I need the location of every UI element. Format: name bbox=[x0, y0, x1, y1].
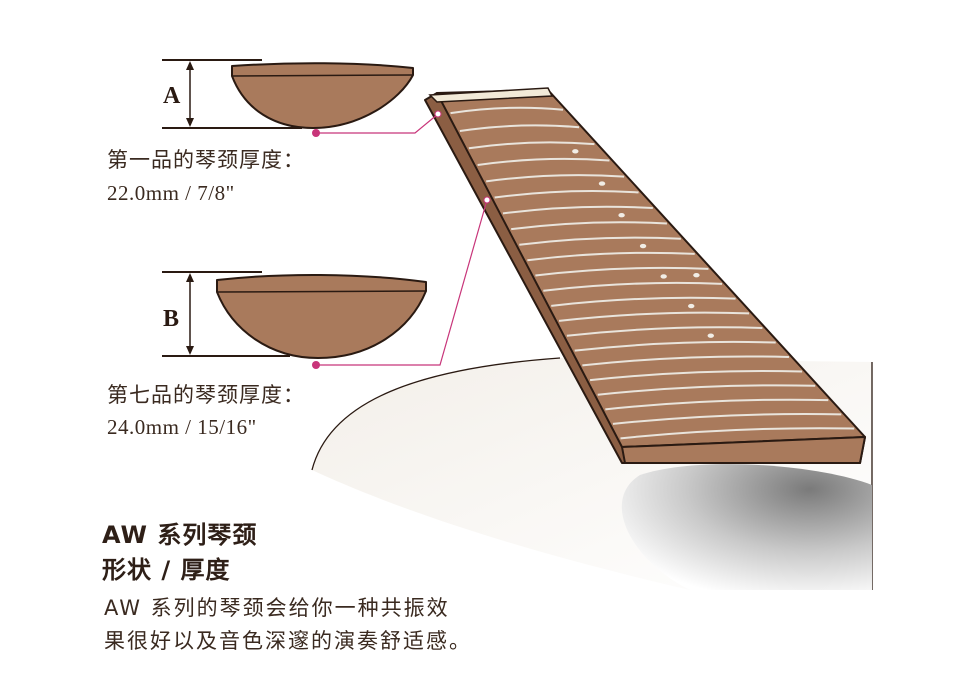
fret-marker-dot bbox=[693, 272, 700, 278]
leader-end-dot-b bbox=[483, 196, 491, 204]
frets bbox=[450, 106, 855, 440]
fret bbox=[597, 384, 816, 396]
fret-marker-dot bbox=[572, 149, 579, 154]
fret bbox=[582, 355, 789, 367]
dimension-arrowhead-a-top bbox=[186, 61, 194, 70]
fret bbox=[589, 369, 803, 382]
fret bbox=[477, 157, 610, 166]
profile-b-label: 第七品的琴颈厚度： bbox=[107, 383, 305, 407]
leader-line-a bbox=[316, 113, 439, 134]
fret-marker-dot bbox=[598, 181, 606, 186]
fret bbox=[459, 124, 580, 133]
fret bbox=[494, 190, 639, 199]
profile-b-letter: B bbox=[163, 306, 179, 332]
heading-line-2: 形状 / 厚度 bbox=[102, 556, 231, 584]
fret-markers bbox=[572, 149, 714, 338]
fret-marker-dot bbox=[688, 303, 695, 309]
fret bbox=[486, 174, 625, 183]
neck-profile-b bbox=[216, 273, 427, 359]
fret bbox=[502, 205, 653, 215]
fret bbox=[527, 251, 695, 262]
fret bbox=[543, 281, 723, 292]
heading-line-1: AW 系列琴颈 bbox=[102, 521, 258, 549]
fret-marker-dot bbox=[707, 333, 714, 338]
profile-a-label: 第一品的琴颈厚度： bbox=[107, 148, 305, 172]
fret-marker-dot bbox=[639, 243, 647, 249]
fret bbox=[620, 427, 855, 440]
neck-profile-a bbox=[231, 62, 414, 129]
neck-profile-a-top-edge bbox=[231, 74, 414, 77]
fret bbox=[511, 221, 667, 231]
dimension-arrowhead-b-bottom bbox=[186, 346, 194, 355]
leader-line-b bbox=[316, 199, 488, 366]
neck-profile-b-top-edge bbox=[216, 290, 427, 293]
fret bbox=[551, 296, 736, 307]
leader-end-dot-a bbox=[434, 110, 442, 118]
dimension-arrowhead-b-top bbox=[186, 273, 194, 282]
profile-a-letter: A bbox=[163, 83, 181, 109]
fret bbox=[468, 141, 595, 150]
fret bbox=[566, 326, 763, 337]
fret bbox=[450, 106, 564, 115]
profile-a-value: 22.0mm / 7/8" bbox=[107, 181, 235, 205]
fret bbox=[519, 236, 681, 246]
description-line-2: 果很好以及音色深邃的演奏舒适感。 bbox=[104, 629, 472, 653]
nut bbox=[428, 87, 554, 103]
fret bbox=[574, 340, 776, 352]
neck-end-face bbox=[621, 436, 866, 464]
soundhole-shadow bbox=[621, 464, 872, 590]
fret bbox=[535, 266, 709, 277]
fret bbox=[558, 311, 750, 322]
dimension-arrowhead-a-bottom bbox=[186, 118, 194, 127]
guitar-body-edge bbox=[311, 357, 561, 471]
fret-marker-dot bbox=[618, 212, 625, 218]
description-line-1: AW 系列的琴颈会给你一种共振效 bbox=[104, 596, 450, 620]
fret bbox=[612, 412, 842, 425]
fret bbox=[605, 398, 829, 411]
profile-b-value: 24.0mm / 15/16" bbox=[107, 415, 257, 439]
fret-marker-dot bbox=[660, 274, 667, 279]
